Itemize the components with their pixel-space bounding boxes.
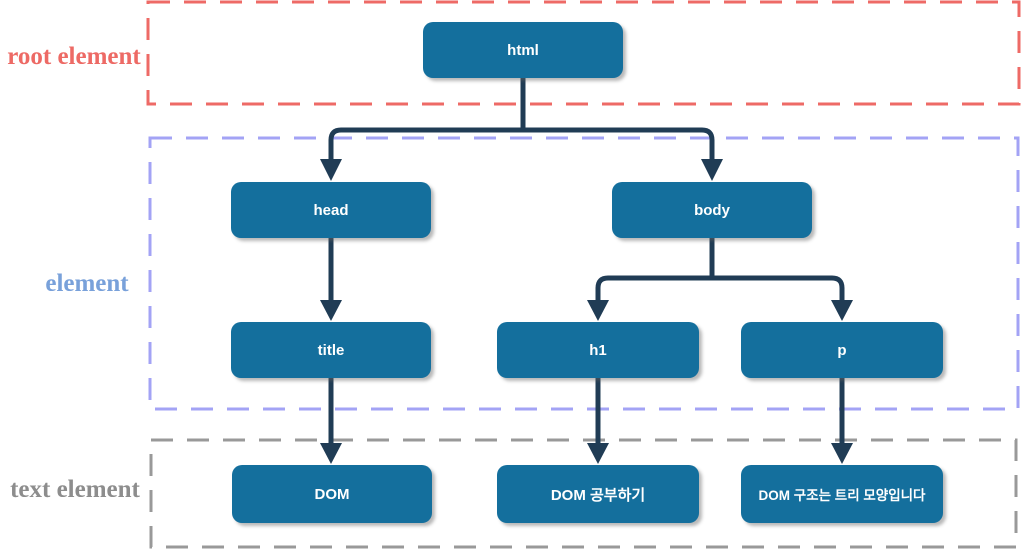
node-h1: h1 (497, 322, 699, 378)
node-dom-study-text: DOM 공부하기 (497, 465, 699, 523)
root-element-group-label: root element (7, 43, 141, 70)
node-title: title (231, 322, 431, 378)
arrowhead-into-h1 (587, 300, 609, 321)
node-head: head (231, 182, 431, 238)
node-p: p (741, 322, 943, 378)
arrowhead-into-p (831, 300, 853, 321)
node-dom-study-text-label: DOM 공부하기 (550, 486, 646, 504)
element-group-label: element (45, 270, 129, 297)
edge-html-to-head-body (328, 127, 715, 174)
node-dom-tree-text: DOM 구조는 트리 모양입니다 (741, 465, 943, 523)
arrowhead-into-body (701, 159, 723, 181)
node-p-label: p (837, 341, 847, 359)
arrowhead-into-dom-study (587, 443, 609, 464)
node-html-label: html (507, 41, 539, 59)
node-body-label: body (694, 201, 730, 219)
node-dom-text-label: DOM (314, 485, 350, 503)
edge-body-to-h1-p (595, 275, 845, 304)
text-element-group-box (149, 438, 1018, 549)
text-element-group-label: text element (10, 476, 140, 503)
node-head-label: head (313, 201, 349, 219)
node-h1-label: h1 (589, 341, 607, 359)
node-dom-text: DOM (232, 465, 432, 523)
arrowhead-into-head (320, 159, 342, 181)
node-body: body (612, 182, 812, 238)
root-element-group-box (146, 0, 1021, 106)
element-group-box (148, 136, 1020, 411)
arrowhead-into-title (320, 300, 342, 321)
node-html: html (423, 22, 623, 78)
node-dom-tree-text-label: DOM 구조는 트리 모양입니다 (758, 488, 926, 503)
node-title-label: title (317, 341, 345, 359)
arrowhead-into-dom (320, 443, 342, 464)
arrowhead-into-dom-tree (831, 443, 853, 464)
